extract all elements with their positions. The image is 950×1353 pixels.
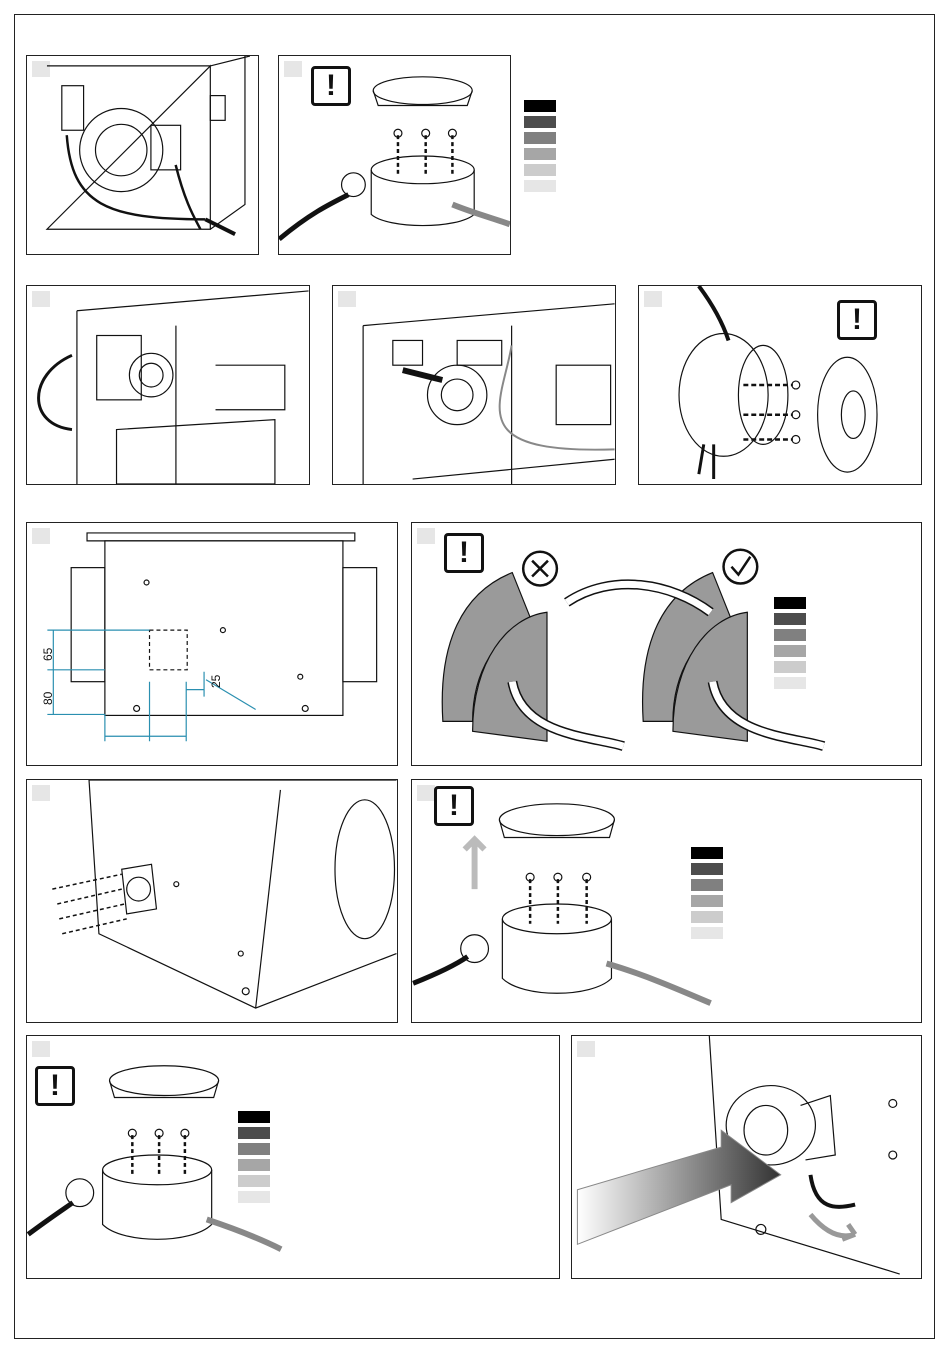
swatch xyxy=(524,100,556,112)
panel-mount-bracket xyxy=(26,779,398,1023)
panel-open-housing xyxy=(26,55,259,255)
panel-attach-cover: ! xyxy=(638,285,922,485)
swatch xyxy=(691,847,723,859)
swatch xyxy=(774,645,806,657)
panel-reassemble-sensor: ! xyxy=(26,1035,560,1279)
swatch xyxy=(238,1127,270,1139)
swatch xyxy=(774,613,806,625)
illustration-dimension-drawing xyxy=(27,523,397,765)
swatch xyxy=(524,180,556,192)
dimension-80: 80 xyxy=(41,692,55,705)
panel-side-hose xyxy=(26,285,310,485)
illustration-sensor-exploded xyxy=(279,56,510,254)
swatch xyxy=(691,879,723,891)
illustration-front-panel xyxy=(333,286,615,484)
panel-airflow-direction xyxy=(571,1035,922,1279)
panel-front-hose xyxy=(332,285,616,485)
illustration-sensor-hose-connect xyxy=(412,780,921,1022)
color-legend-swatches xyxy=(524,100,556,196)
swatch xyxy=(774,629,806,641)
color-legend-swatches xyxy=(691,847,723,943)
swatch xyxy=(238,1159,270,1171)
swatch xyxy=(774,661,806,673)
illustration-side-panel xyxy=(27,286,309,484)
swatch xyxy=(691,863,723,875)
swatch xyxy=(524,164,556,176)
illustration-sensor-reassemble xyxy=(27,1036,559,1278)
illustration-housing-motor xyxy=(27,56,258,254)
panel-dimensions: 65 80 25 xyxy=(26,522,398,766)
swatch xyxy=(238,1111,270,1123)
swatch xyxy=(691,895,723,907)
color-legend-swatches xyxy=(774,597,806,693)
illustration-bracket-mount xyxy=(27,780,397,1022)
illustration-airflow xyxy=(572,1036,921,1278)
swatch xyxy=(524,116,556,128)
check-circle-icon xyxy=(724,550,758,584)
dimension-25: 25 xyxy=(209,675,223,688)
swatch xyxy=(238,1191,270,1203)
color-legend-swatches xyxy=(238,1111,270,1207)
illustration-hose-right-wrong xyxy=(412,523,921,765)
swatch xyxy=(238,1175,270,1187)
swatch xyxy=(774,597,806,609)
panel-hose-routing: ! xyxy=(411,522,922,766)
swatch xyxy=(238,1143,270,1155)
illustration-sensor-side xyxy=(639,286,921,484)
cross-circle-icon xyxy=(523,552,557,586)
swatch xyxy=(691,927,723,939)
swatch xyxy=(774,677,806,689)
panel-remove-cover: ! xyxy=(278,55,511,255)
panel-connect-hose: ! xyxy=(411,779,922,1023)
dimension-65: 65 xyxy=(41,648,55,661)
swatch xyxy=(524,148,556,160)
swatch xyxy=(524,132,556,144)
swatch xyxy=(691,911,723,923)
